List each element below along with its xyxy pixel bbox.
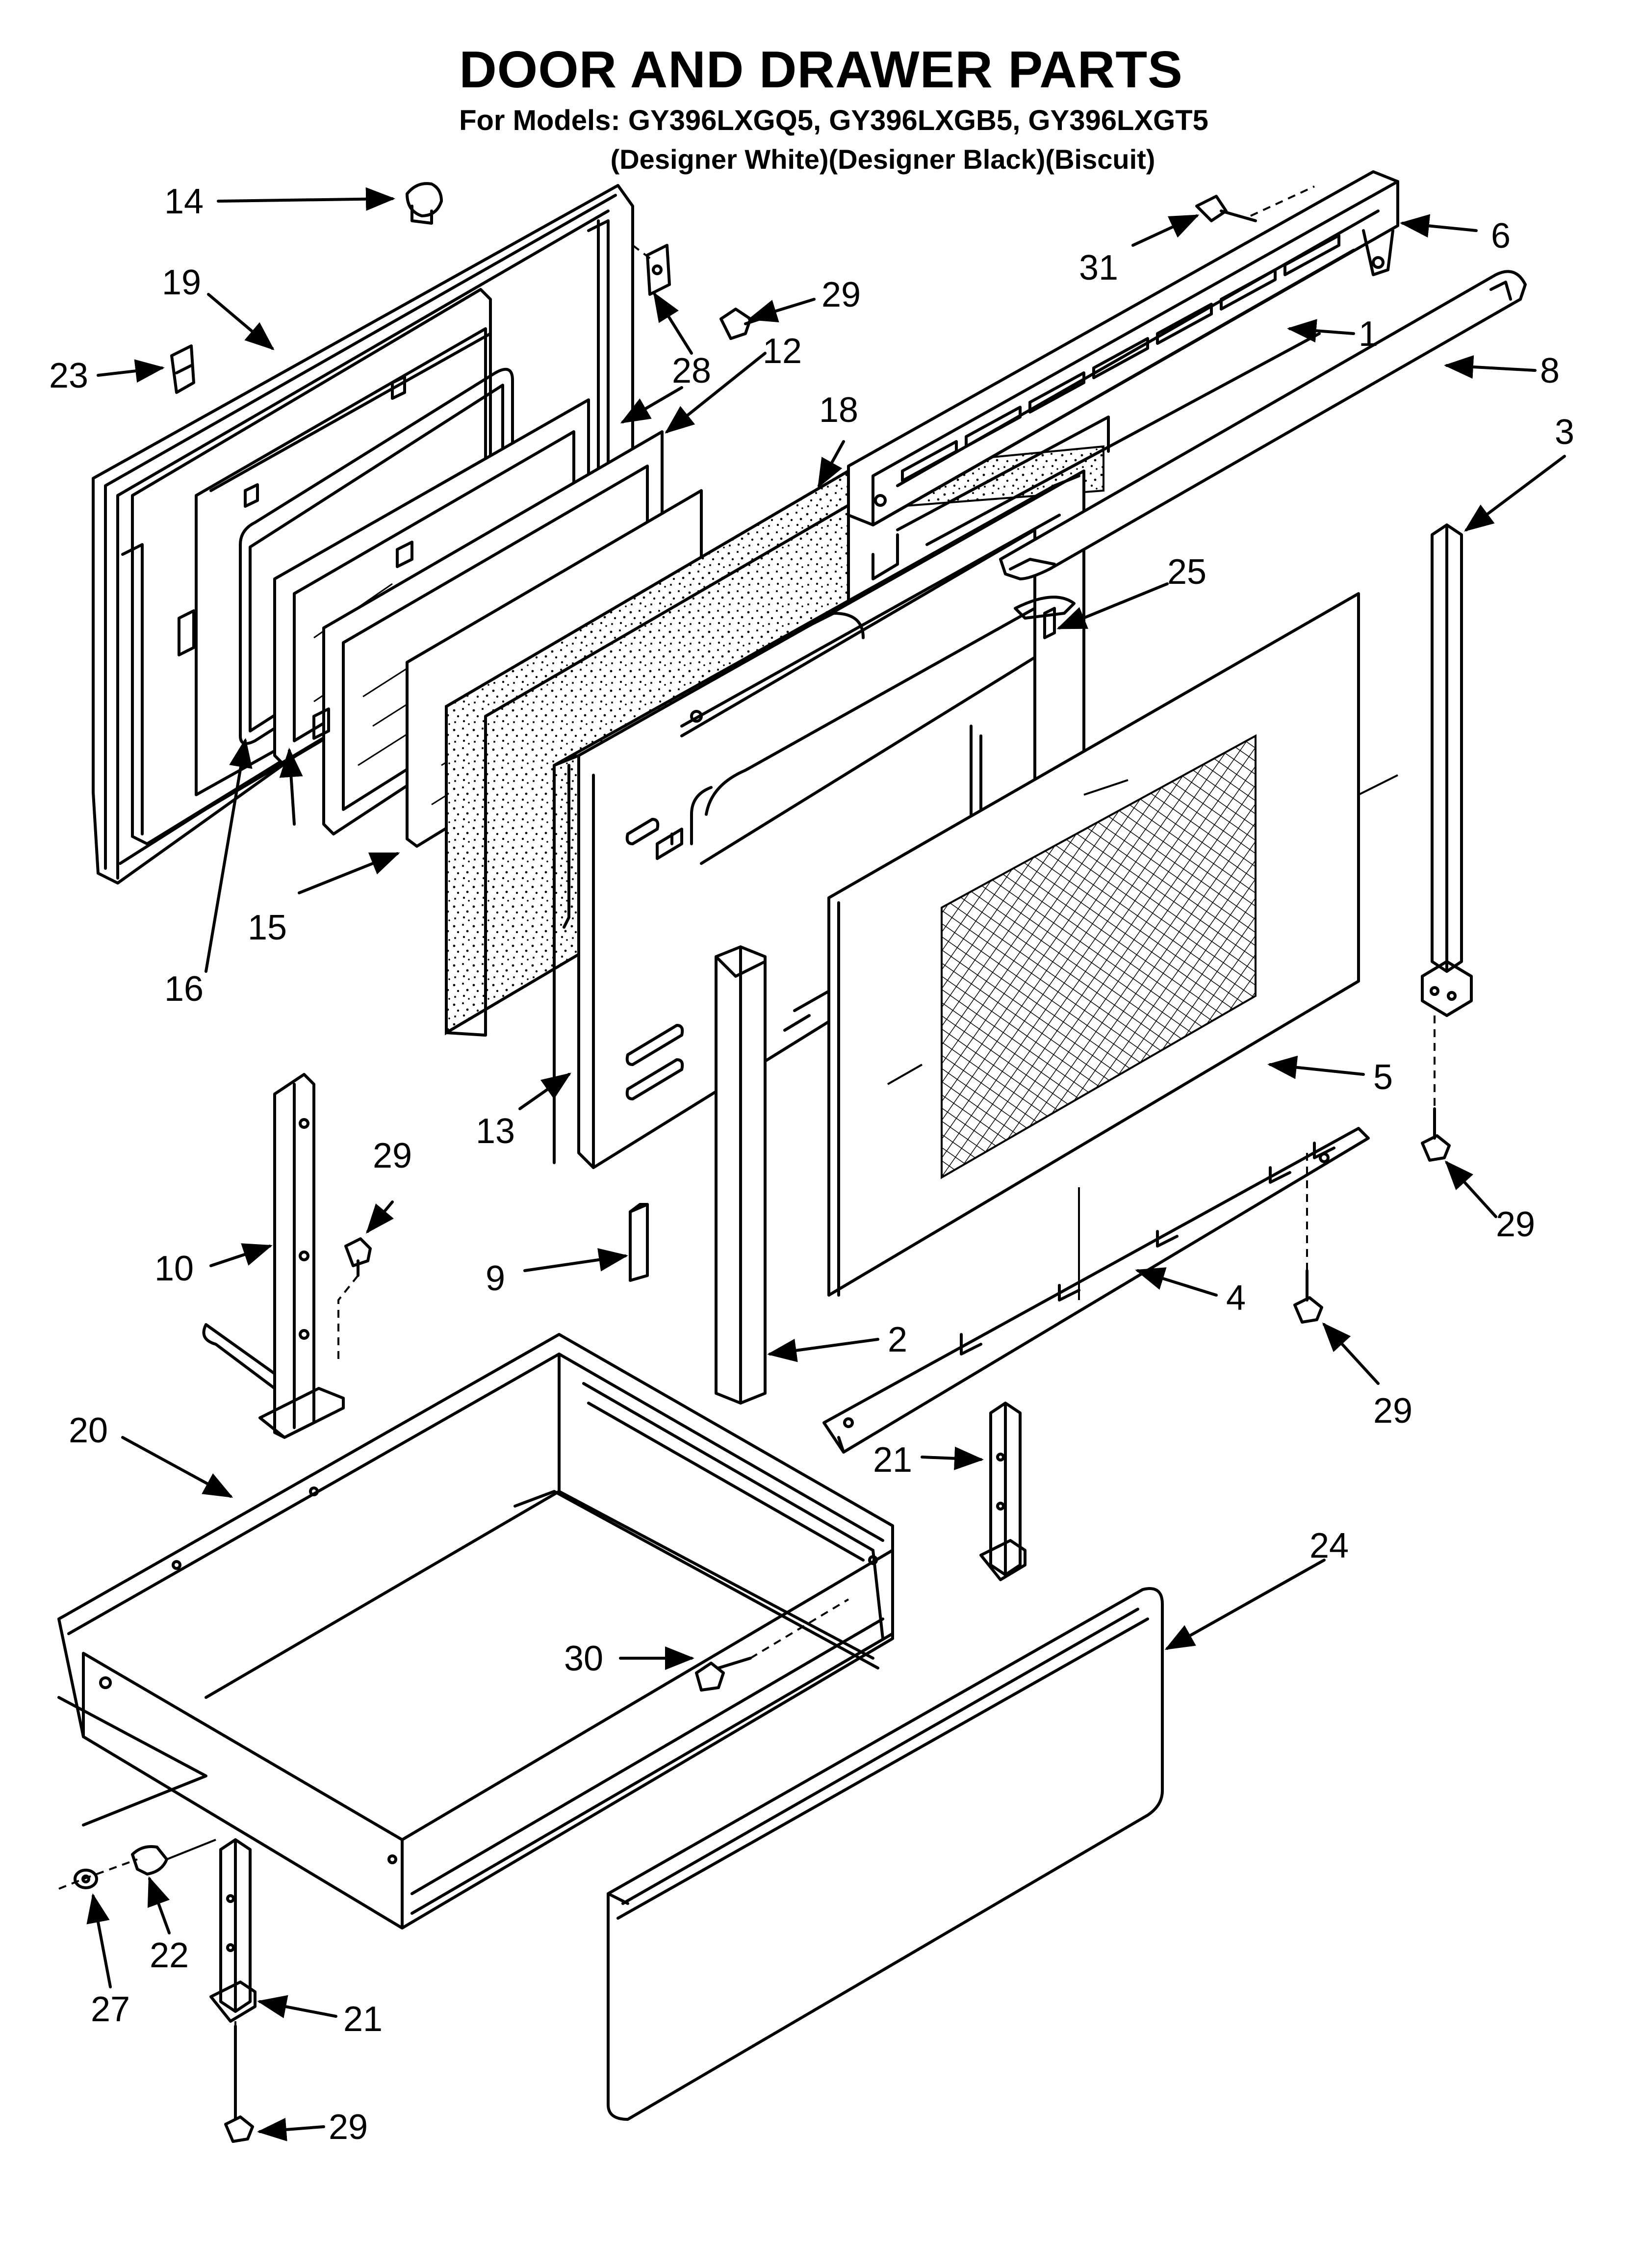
- callout-21-right: 21: [873, 1440, 912, 1480]
- alignment-dashes: [58, 185, 1436, 2119]
- screw-31: [1195, 195, 1257, 222]
- door-frame-channel: [896, 332, 1321, 546]
- callout-14: 14: [164, 182, 204, 221]
- callout-12: 12: [763, 332, 802, 371]
- screw-29-hinge-left: [344, 1237, 372, 1277]
- callout-19: 19: [162, 263, 201, 302]
- callout-8: 8: [1540, 351, 1560, 391]
- callout-4: 4: [1226, 1278, 1246, 1318]
- callout-20: 20: [69, 1411, 108, 1450]
- callout-23: 23: [49, 356, 88, 395]
- clip-23: [170, 344, 195, 394]
- outer-door-glass-panel: [827, 592, 1360, 1297]
- callout-31: 31: [1079, 248, 1118, 287]
- callout-10: 10: [154, 1249, 194, 1288]
- side-channel-right: [1421, 523, 1473, 1017]
- callout-2: 2: [888, 1320, 907, 1359]
- center-post: [715, 945, 767, 1405]
- callout-29-right: 29: [1496, 1205, 1535, 1244]
- screw-30: [695, 1657, 752, 1692]
- variants-line: (Designer White)(Designer Black)(Biscuit…: [610, 144, 1155, 175]
- callout-numbers: 14 19 23 28 12 29 18 31 6 1 8 3 25 16 15…: [49, 182, 1574, 2147]
- callout-6: 6: [1491, 216, 1511, 256]
- page-title: DOOR AND DRAWER PARTS: [459, 41, 1183, 99]
- screw-29-right: [1421, 1107, 1451, 1162]
- spacer-block: [629, 1203, 649, 1282]
- callout-9: 9: [486, 1259, 505, 1298]
- callout-25: 25: [1167, 552, 1206, 592]
- callout-29-top: 29: [821, 275, 861, 314]
- bushing-22: [131, 1845, 168, 1876]
- screw-29-bottom: [224, 2025, 254, 2143]
- callout-28: 28: [672, 351, 711, 391]
- callout-16: 16: [164, 969, 204, 1009]
- vent-trim: [847, 170, 1399, 580]
- callout-15: 15: [248, 908, 287, 947]
- title-block: DOOR AND DRAWER PARTS For Models: GY396L…: [0, 0, 1642, 186]
- drawer-front-panel: [607, 1587, 1164, 2121]
- callout-18: 18: [819, 391, 858, 430]
- models-line: For Models: GY396LXGQ5, GY396LXGB5, GY39…: [459, 104, 1208, 136]
- callout-leaders: [86, 187, 1566, 2141]
- inner-door-liner: [553, 469, 1085, 1169]
- drawer-slide-bracket-left: [209, 1838, 257, 2023]
- callout-27: 27: [91, 1990, 130, 2029]
- callout-1: 1: [1359, 314, 1378, 354]
- hinge-clip-28: [646, 244, 671, 296]
- callout-24: 24: [1309, 1526, 1349, 1565]
- door-handle: [999, 270, 1527, 620]
- callout-30: 30: [564, 1639, 603, 1678]
- callout-5: 5: [1373, 1058, 1393, 1097]
- callout-29-bracket: 29: [1373, 1391, 1412, 1431]
- bottom-door-bracket: [822, 1127, 1370, 1454]
- drawer-slide-bracket-right: [979, 1402, 1026, 1581]
- callout-21-left: 21: [343, 2000, 383, 2039]
- callout-29-hinge: 29: [373, 1136, 412, 1175]
- screw-29-bracket: [1293, 1269, 1323, 1324]
- callout-3: 3: [1555, 413, 1574, 452]
- drawer-body: [57, 1333, 894, 1929]
- callout-29-bottom: 29: [329, 2108, 368, 2147]
- callout-22: 22: [150, 1936, 189, 1975]
- callout-13: 13: [476, 1112, 515, 1151]
- screw-14: [406, 182, 443, 225]
- hinge-left: [202, 1073, 345, 1439]
